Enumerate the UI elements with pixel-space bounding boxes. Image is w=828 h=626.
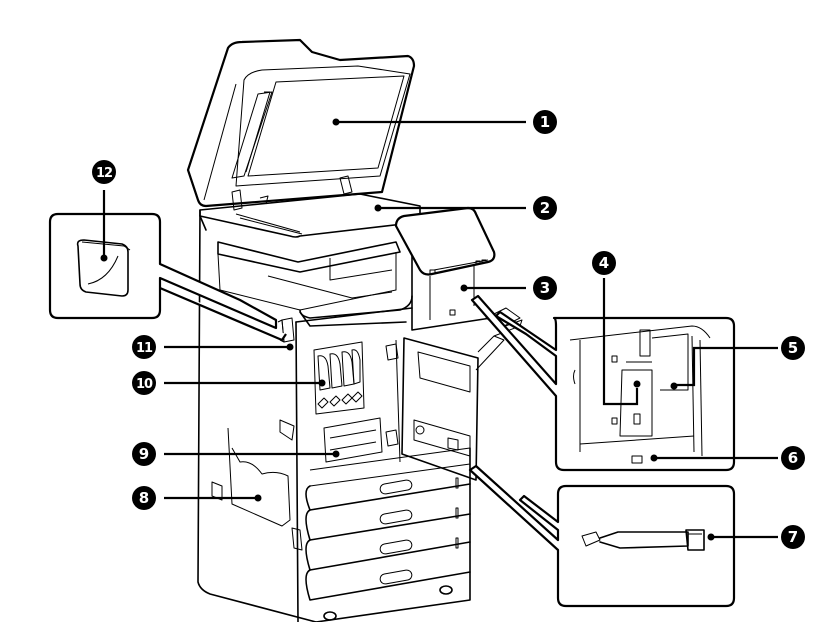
callout-7-label: 7 (788, 528, 798, 546)
callout-1: 1 (533, 110, 557, 134)
front-cover-open (385, 337, 479, 481)
callout-8: 8 (132, 486, 156, 510)
leader-lines (100, 118, 778, 541)
callout-3: 3 (533, 276, 557, 300)
callout-2: 2 (533, 196, 557, 220)
callout-3-label: 3 (540, 279, 550, 297)
callout-10-label: 10 (136, 377, 153, 392)
printer-illustration (186, 38, 523, 623)
callout-2-label: 2 (540, 199, 550, 217)
callout-5-label: 5 (788, 339, 798, 357)
callout-6-label: 6 (788, 449, 798, 467)
callout-6: 6 (781, 446, 805, 470)
callout-12-label: 12 (96, 166, 112, 181)
control-panel (394, 206, 496, 276)
callout-8-label: 8 (139, 489, 149, 507)
callout-1-label: 1 (540, 113, 550, 131)
callout-7: 7 (781, 525, 805, 549)
inset-cleaning-pad (48, 212, 287, 342)
paper-cassettes (305, 447, 471, 623)
ink-supply-units (313, 341, 365, 415)
callout-9-label: 9 (139, 445, 149, 463)
callout-11: 11 (132, 335, 156, 359)
callout-4: 4 (592, 251, 616, 275)
callout-11-label: 11 (136, 341, 153, 356)
callout-10: 10 (132, 371, 156, 395)
adf-lid (186, 38, 416, 208)
callout-9: 9 (132, 442, 156, 466)
callout-4-label: 4 (599, 254, 609, 272)
maintenance-box-slot (323, 417, 383, 463)
callout-12: 12 (92, 160, 116, 184)
left-side-cover (211, 419, 303, 551)
inset-cleaning-stick (468, 464, 736, 608)
callout-5: 5 (781, 336, 805, 360)
